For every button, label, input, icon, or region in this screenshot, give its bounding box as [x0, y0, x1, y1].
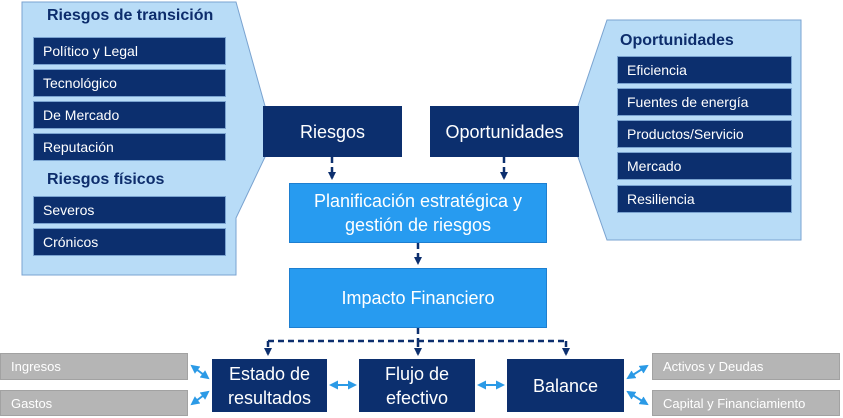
- transition-risks-heading: Riesgos de transición: [47, 7, 214, 24]
- capital-financiamiento-box: Capital y Financiamiento: [652, 390, 840, 416]
- transition-item-reputacion: Reputación: [33, 133, 226, 161]
- flujo-efectivo-box: Flujo de efectivo: [359, 359, 475, 412]
- impacto-financiero-box: Impacto Financiero: [289, 268, 547, 328]
- opportunity-item-productos: Productos/Servicio: [617, 120, 792, 148]
- physical-item-severos: Severos: [33, 196, 226, 224]
- opportunity-item-mercado: Mercado: [617, 152, 792, 180]
- physical-risks-heading: Riesgos físicos: [47, 171, 165, 188]
- planificacion-box: Planificación estratégica y gestión de r…: [289, 183, 547, 243]
- physical-item-cronicos: Crónicos: [33, 228, 226, 256]
- gastos-box: Gastos: [0, 390, 188, 416]
- balance-box: Balance: [507, 359, 624, 412]
- estado-resultados-box: Estado de resultados: [212, 359, 327, 412]
- riesgos-box: Riesgos: [263, 106, 402, 157]
- opportunities-heading: Oportunidades: [620, 32, 734, 49]
- double-arrow-ingresos-estado: [190, 364, 210, 380]
- oportunidades-box: Oportunidades: [430, 106, 579, 157]
- double-arrow-balance-capital: [626, 390, 649, 406]
- double-arrow-balance-activos: [626, 364, 649, 380]
- transition-item-politico: Político y Legal: [33, 37, 226, 65]
- activos-deudas-box: Activos y Deudas: [652, 353, 840, 380]
- opportunity-item-eficiencia: Eficiencia: [617, 56, 792, 84]
- double-arrow-gastos-estado: [190, 390, 210, 406]
- ingresos-box: Ingresos: [0, 353, 188, 380]
- opportunity-item-fuentes: Fuentes de energía: [617, 88, 792, 116]
- transition-item-mercado: De Mercado: [33, 101, 226, 129]
- transition-item-tecnologico: Tecnológico: [33, 69, 226, 97]
- opportunity-item-resiliencia: Resiliencia: [617, 185, 792, 213]
